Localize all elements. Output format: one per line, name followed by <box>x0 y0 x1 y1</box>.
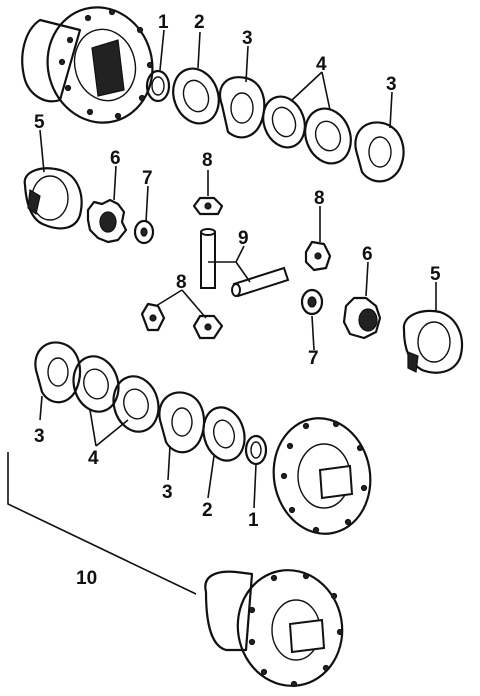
callout-1-lower: 1 <box>248 510 259 531</box>
callout-8-bottom: 8 <box>176 272 187 293</box>
thrust-washer-left <box>133 219 155 245</box>
lower-disc-3b <box>158 391 206 454</box>
top-disc-4a <box>262 95 306 149</box>
callout-6-right: 6 <box>362 244 373 265</box>
cross-shaft-long <box>200 228 216 289</box>
top-ring-1 <box>145 69 171 103</box>
callout-2-top: 2 <box>194 12 205 33</box>
callout-1-top: 1 <box>158 12 169 33</box>
side-gear-left <box>86 198 128 244</box>
lower-disc-4b <box>112 375 160 433</box>
lower-disc-4a <box>72 355 120 413</box>
lower-disc-2 <box>202 406 246 462</box>
side-gear-housing-left <box>23 167 83 230</box>
callout-8-right: 8 <box>314 188 325 209</box>
side-gear-housing-right <box>402 309 464 374</box>
callout-7-right: 7 <box>308 348 319 369</box>
callout-9: 9 <box>238 228 249 249</box>
pinion-gear-bottom-left <box>140 302 166 332</box>
callout-3-top-b: 3 <box>386 74 397 95</box>
lower-disc-3a <box>34 341 82 404</box>
callout-5-right: 5 <box>430 264 441 285</box>
callout-5-left: 5 <box>34 112 45 133</box>
top-disc-3b <box>354 121 405 183</box>
callout-labels: 1 2 3 4 3 5 6 7 8 9 8 8 6 5 7 3 4 3 2 1 … <box>34 12 441 589</box>
pinion-gear-right <box>304 240 332 272</box>
cross-shaft-short <box>231 266 290 298</box>
top-disc-4b <box>304 107 352 165</box>
case-half-top <box>21 6 154 124</box>
pinion-gear-bottom <box>192 314 224 340</box>
differential-assembly <box>204 569 344 688</box>
thrust-washer-right <box>300 288 324 316</box>
callout-4-top: 4 <box>316 54 327 75</box>
callout-4-lower: 4 <box>88 448 99 469</box>
leader-lines <box>7 29 437 595</box>
callout-6-left: 6 <box>110 148 121 169</box>
callout-10: 10 <box>76 568 97 589</box>
callout-7-left: 7 <box>142 168 153 189</box>
callout-8-top: 8 <box>202 150 213 171</box>
top-disc-2 <box>172 67 220 125</box>
top-disc-3a <box>219 76 266 139</box>
case-half-flange <box>272 417 372 535</box>
callout-3-lower-a: 3 <box>34 426 45 447</box>
pinion-gear-top <box>192 196 224 216</box>
callout-3-top-a: 3 <box>242 28 253 49</box>
side-gear-right <box>342 296 382 340</box>
callout-3-lower-b: 3 <box>162 482 173 503</box>
lower-ring-1 <box>244 434 268 466</box>
callout-2-lower: 2 <box>202 500 213 521</box>
